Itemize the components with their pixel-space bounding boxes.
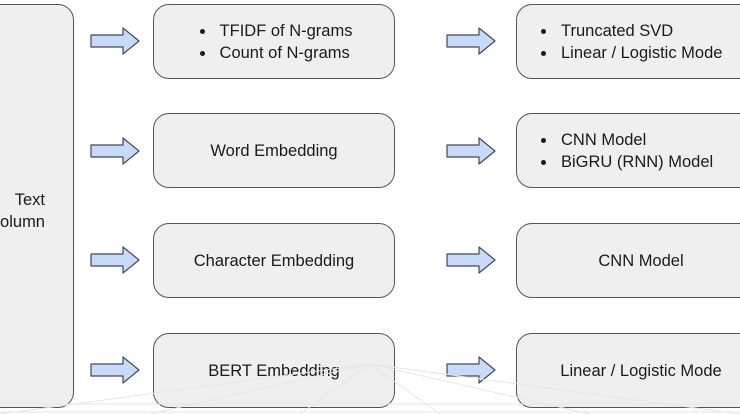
list-item: Count of N-grams bbox=[216, 42, 353, 64]
text-column-label-line-2: olumn bbox=[0, 213, 45, 231]
arrow-right-icon bbox=[90, 246, 140, 274]
arrow-right-icon bbox=[446, 246, 496, 274]
model-list-cnn-bigru: CNN Model BiGRU (RNN) Model bbox=[537, 129, 713, 173]
list-item: TFIDF of N-grams bbox=[216, 20, 353, 42]
list-item: CNN Model bbox=[557, 129, 713, 151]
feature-box-character-embedding: Character Embedding bbox=[153, 223, 395, 298]
list-item: BiGRU (RNN) Model bbox=[557, 151, 713, 173]
model-list-svd-linear: Truncated SVD Linear / Logistic Mode bbox=[537, 20, 722, 64]
list-item: Truncated SVD bbox=[557, 20, 722, 42]
arrow-right-icon bbox=[90, 27, 140, 55]
list-item: Linear / Logistic Mode bbox=[557, 42, 722, 64]
feature-label-character-embedding: Character Embedding bbox=[193, 251, 355, 270]
text-column-label-line-1: Text bbox=[14, 191, 45, 209]
feature-label-bert-embedding: BERT Embedding bbox=[208, 361, 340, 380]
arrow-right-icon bbox=[90, 356, 140, 384]
feature-list-ngrams: TFIDF of N-grams Count of N-grams bbox=[196, 20, 353, 64]
model-box-cnn: CNN Model bbox=[516, 223, 740, 298]
model-label-cnn: CNN Model bbox=[598, 251, 684, 270]
feature-box-word-embedding: Word Embedding bbox=[153, 113, 395, 188]
text-column-box: Text olumn bbox=[0, 4, 74, 408]
feature-label-word-embedding: Word Embedding bbox=[210, 141, 338, 160]
arrow-right-icon bbox=[446, 137, 496, 165]
feature-box-bert-embedding: BERT Embedding bbox=[153, 333, 395, 408]
model-box-svd-linear: Truncated SVD Linear / Logistic Mode bbox=[516, 4, 740, 79]
feature-box-ngrams: TFIDF of N-grams Count of N-grams bbox=[153, 4, 395, 79]
arrow-right-icon bbox=[446, 27, 496, 55]
model-box-cnn-bigru: CNN Model BiGRU (RNN) Model bbox=[516, 113, 740, 188]
text-column-label: Text olumn bbox=[0, 189, 45, 233]
model-box-linear-logistic: Linear / Logistic Mode bbox=[516, 333, 740, 408]
arrow-right-icon bbox=[446, 356, 496, 384]
arrow-right-icon bbox=[90, 137, 140, 165]
model-label-linear-logistic: Linear / Logistic Mode bbox=[560, 361, 722, 380]
